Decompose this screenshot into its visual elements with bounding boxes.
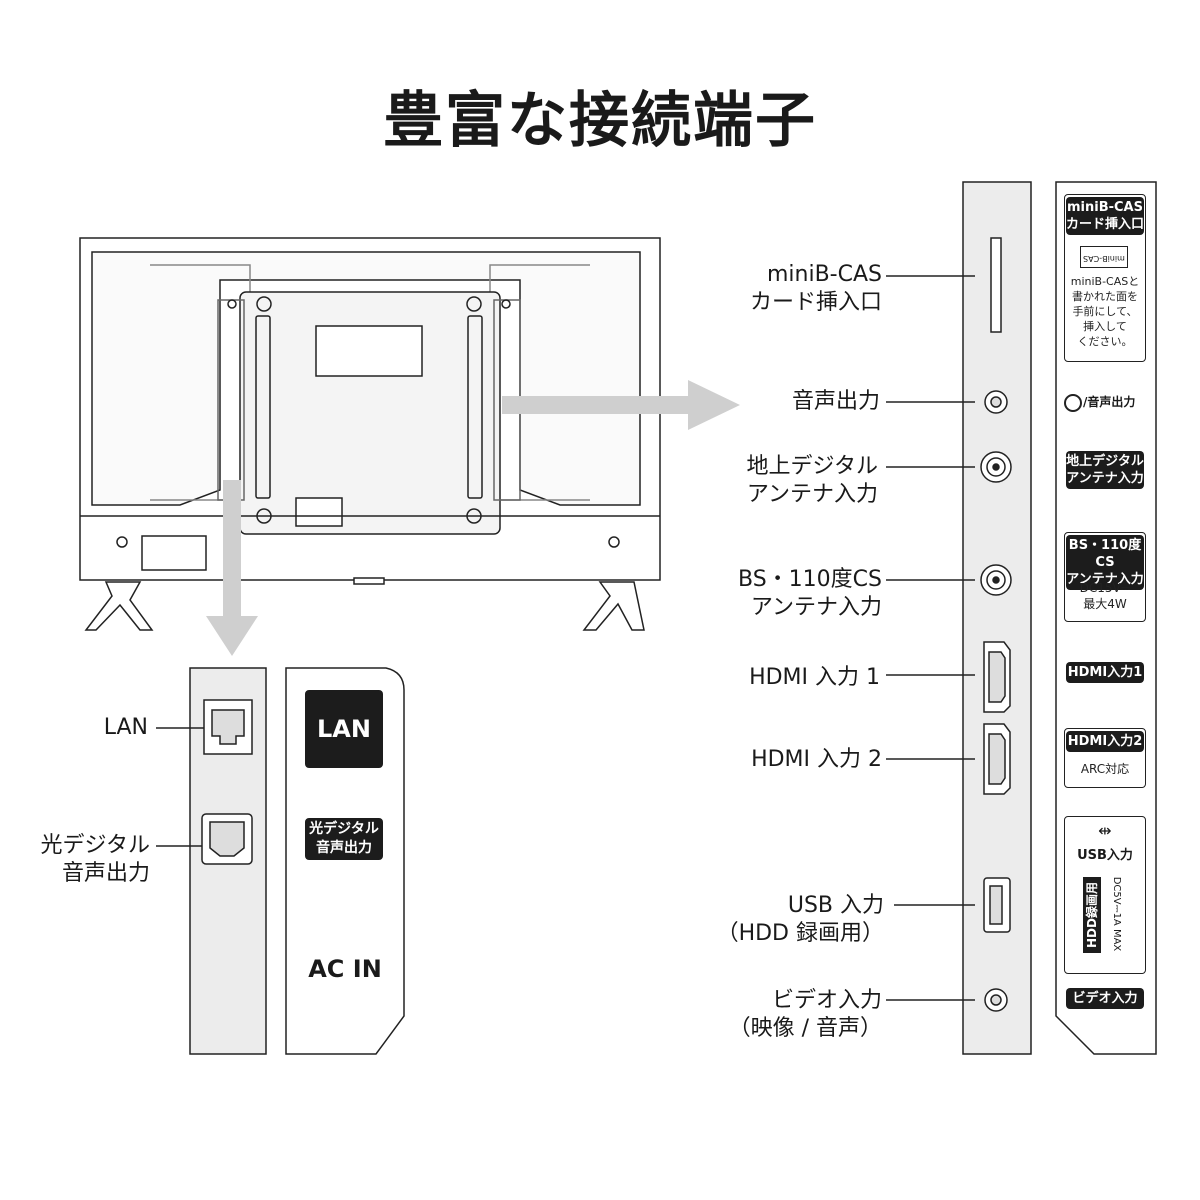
cas-badge: miniB-CAS カード挿入口	[1066, 197, 1144, 235]
bs-note: DC15V⎓ 最大4W	[1079, 581, 1131, 611]
bs-badge: BS・110度CS アンテナ入力	[1066, 535, 1144, 590]
headphone-icon	[1064, 393, 1082, 412]
arrow-down-icon	[206, 480, 258, 656]
usb-sub-badge: HDD録画用	[1083, 877, 1101, 953]
label-hdmi2: HDMI 入力 2	[751, 747, 882, 772]
video-badge: ビデオ入力	[1066, 988, 1144, 1009]
usb-note: DC5V⎓1A MAX	[1111, 876, 1122, 952]
cas-card-icon: miniB-CAS	[1080, 246, 1128, 268]
bottom-connector-panel	[156, 667, 267, 1055]
side-connector-panel	[962, 181, 1032, 1055]
usb-badge: USB入力	[1077, 848, 1133, 863]
leader-lines-right	[886, 275, 975, 1001]
label-lan: LAN	[103, 715, 148, 740]
terrestrial-badge: 地上デジタル アンテナ入力	[1066, 451, 1144, 489]
label-hdmi1: HDMI 入力 1	[749, 665, 880, 690]
hdmi2-note: ARC対応	[1080, 762, 1130, 776]
usb-icon: ⇹	[1098, 821, 1112, 840]
tv-back-illustration	[79, 237, 661, 631]
label-terrestrial: 地上デジタル アンテナ入力	[746, 454, 878, 507]
label-optical: 光デジタル 音声出力	[40, 833, 150, 886]
optical-badge: 光デジタル 音声出力	[305, 818, 383, 860]
label-bs-cs: BS・110度CS アンテナ入力	[738, 567, 882, 620]
usb-label-box	[1064, 816, 1146, 974]
label-video: ビデオ入力 （映像 / 音声）	[728, 988, 882, 1041]
label-audio-out: 音声出力	[791, 389, 880, 414]
label-usb: USB 入力 （HDD 録画用）	[716, 893, 884, 946]
cas-note: miniB-CASと 書かれた面を 手前にして、 挿入して ください。	[1070, 275, 1140, 348]
hdmi2-badge: HDMI入力2	[1066, 731, 1144, 752]
arrow-right-icon	[502, 380, 740, 430]
page-title: 豊富な接続端子	[383, 86, 817, 156]
audio-out-tag: /音声出力	[1064, 391, 1148, 413]
hdmi1-badge: HDMI入力1	[1066, 662, 1144, 683]
ac-in-label: AC IN	[308, 955, 382, 983]
label-minib-cas: miniB-CAS カード挿入口	[749, 262, 882, 315]
lan-badge: LAN	[305, 690, 383, 768]
